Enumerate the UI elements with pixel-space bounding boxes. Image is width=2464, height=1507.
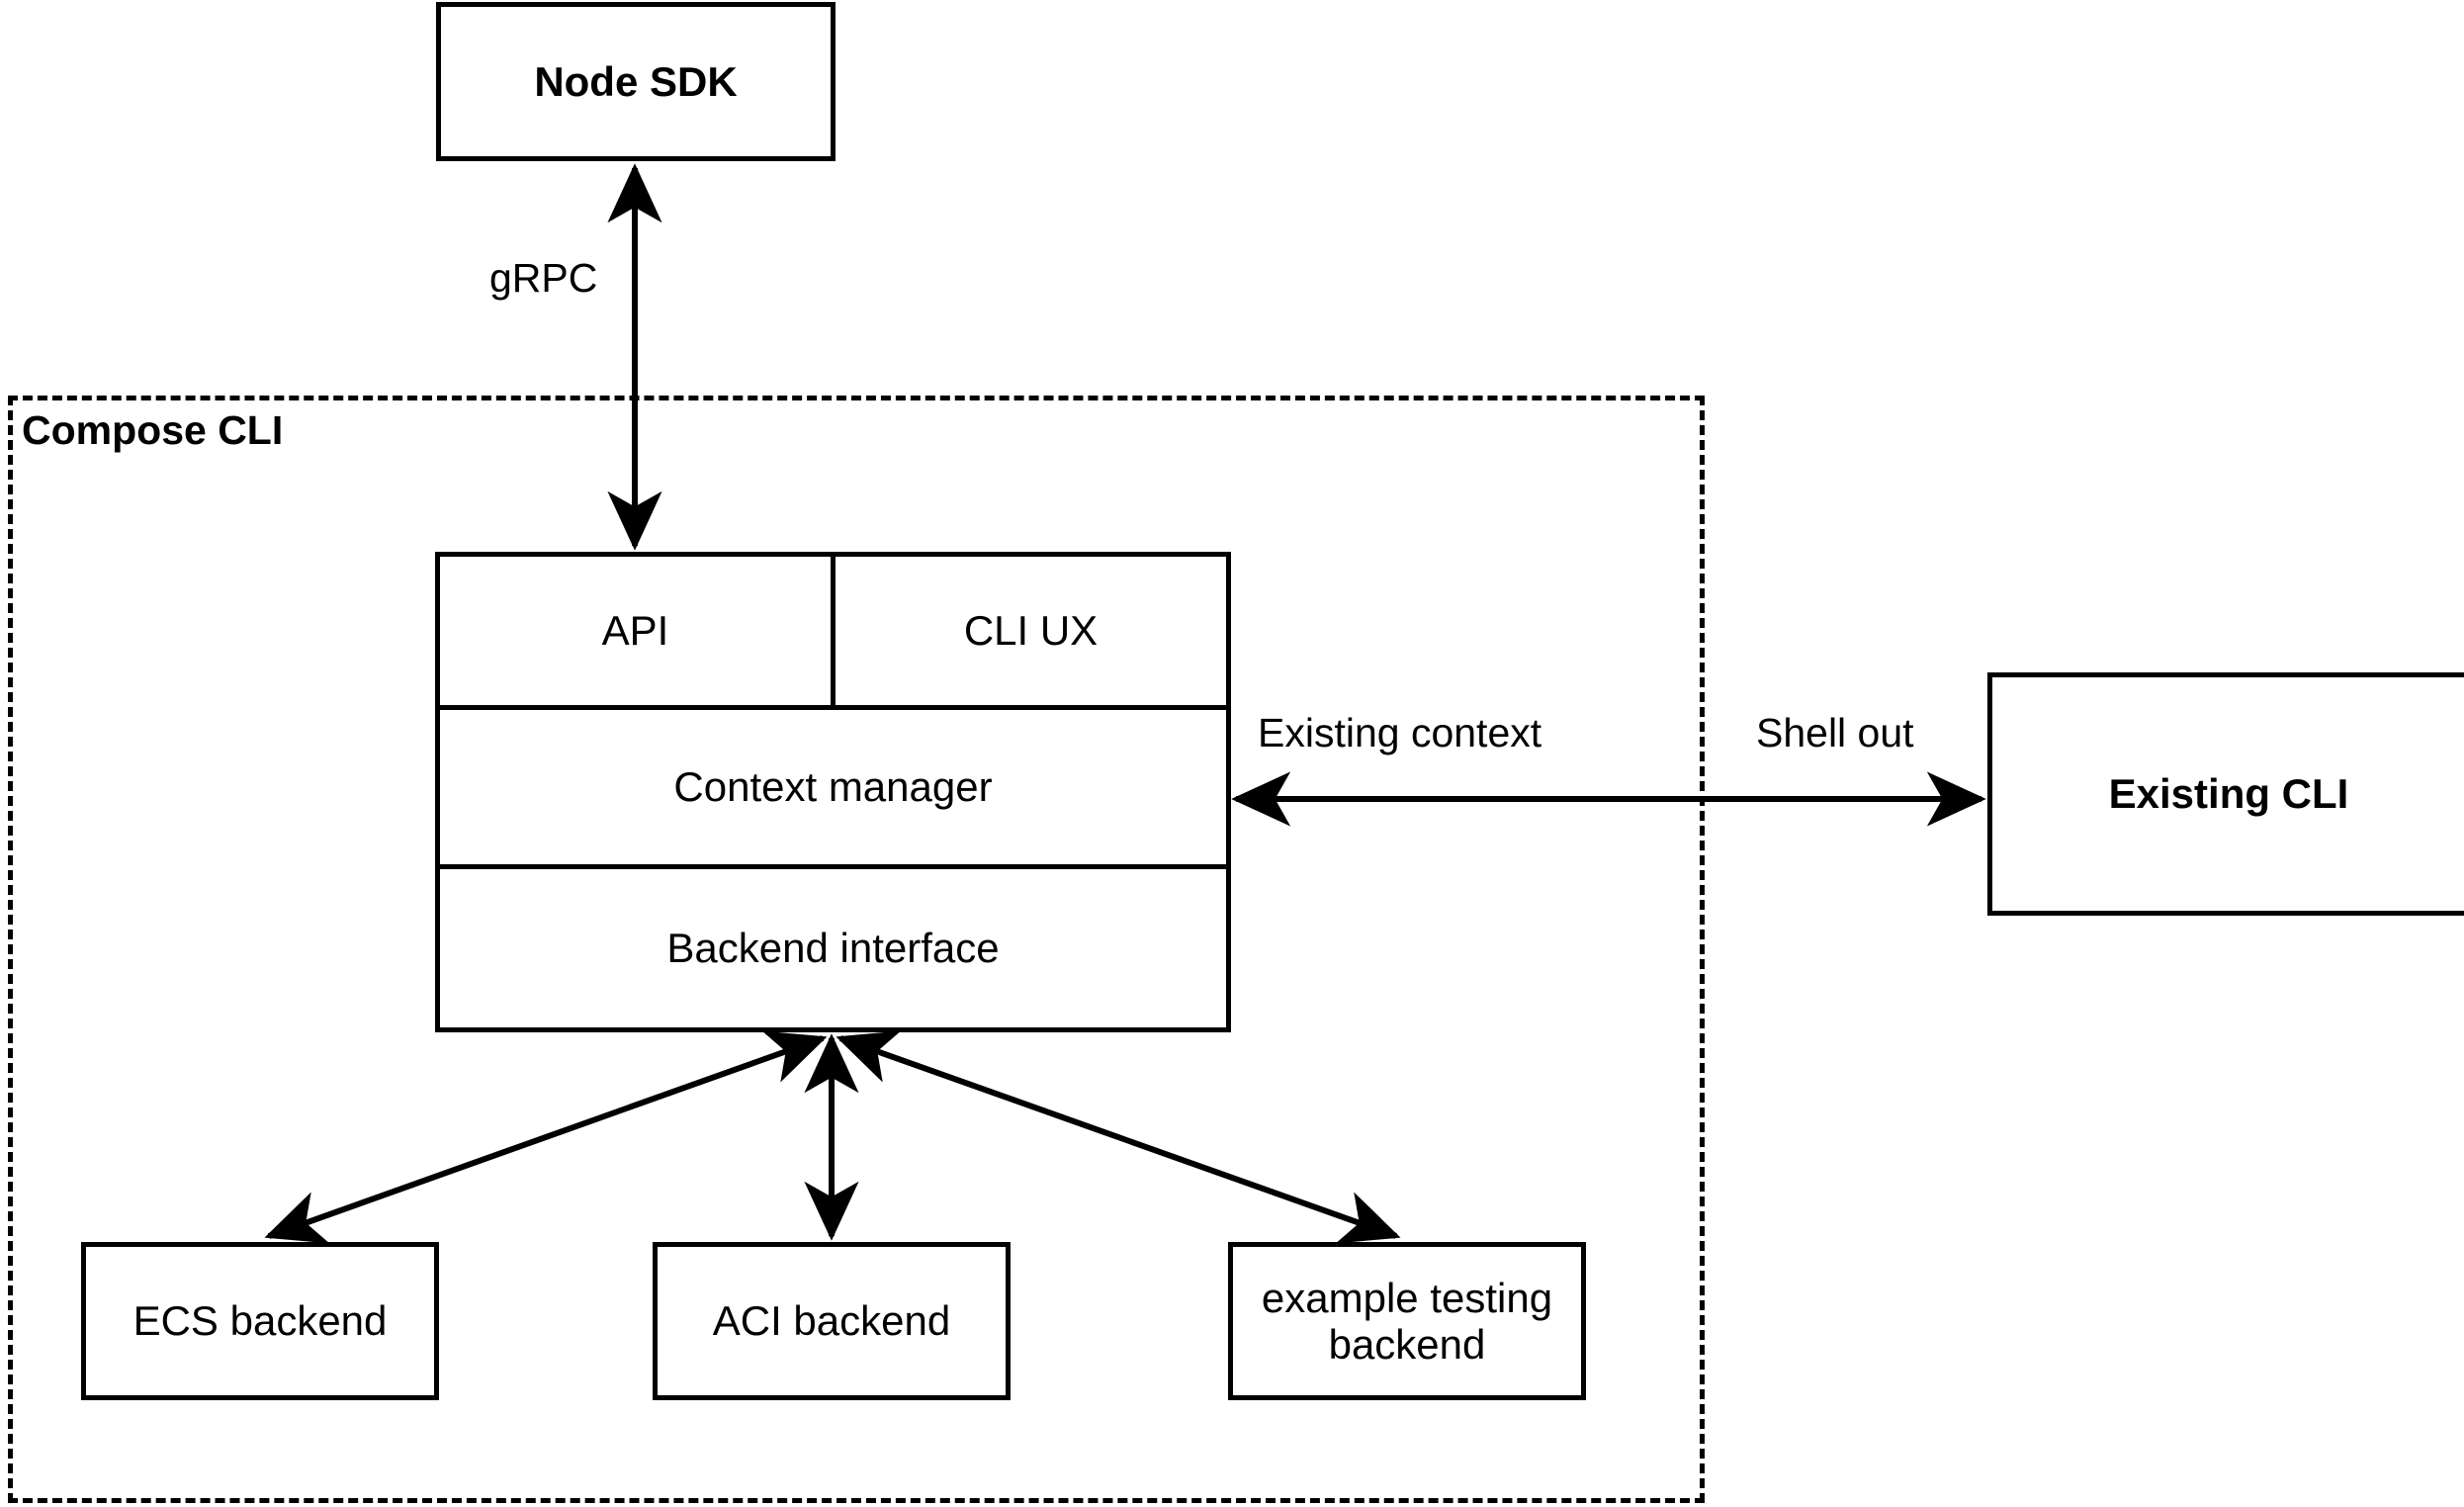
aci-backend-box[interactable]: ACI backend xyxy=(653,1242,1011,1400)
example-testing-backend-line1: example testing xyxy=(1261,1274,1553,1321)
compose-cli-label: Compose CLI xyxy=(22,407,284,453)
existing-cli-label: Existing CLI xyxy=(2108,770,2349,818)
ecs-backend-label: ECS backend xyxy=(132,1297,388,1345)
context-manager-label: Context manager xyxy=(673,763,993,810)
aci-backend-label: ACI backend xyxy=(712,1297,951,1345)
node-sdk-label: Node SDK xyxy=(534,57,738,105)
ecs-backend-box[interactable]: ECS backend xyxy=(81,1242,439,1400)
compose-cli-component-stack: API CLI UX Context manager Backend inter… xyxy=(435,552,1231,1032)
backend-interface-row[interactable]: Backend interface xyxy=(435,864,1231,1032)
example-testing-backend-line2: backend xyxy=(1328,1321,1486,1368)
api-cell[interactable]: API xyxy=(435,552,836,710)
grpc-edge-label: gRPC xyxy=(489,255,598,301)
existing-cli-box[interactable]: Existing CLI xyxy=(1987,672,2464,916)
context-manager-row[interactable]: Context manager xyxy=(435,705,1231,869)
example-testing-backend-label: example testing backend xyxy=(1252,1275,1562,1368)
node-sdk-box[interactable]: Node SDK xyxy=(436,2,836,161)
compose-cli-boundary xyxy=(8,396,1705,1503)
cli-ux-label: CLI UX xyxy=(963,607,1099,654)
shell-out-edge-label: Shell out xyxy=(1756,710,1914,755)
existing-context-edge-label: Existing context xyxy=(1258,710,1542,755)
example-testing-backend-box[interactable]: example testing backend xyxy=(1228,1242,1586,1400)
api-label: API xyxy=(601,607,669,654)
backend-interface-label: Backend interface xyxy=(666,925,1000,971)
cli-ux-cell[interactable]: CLI UX xyxy=(831,552,1231,710)
